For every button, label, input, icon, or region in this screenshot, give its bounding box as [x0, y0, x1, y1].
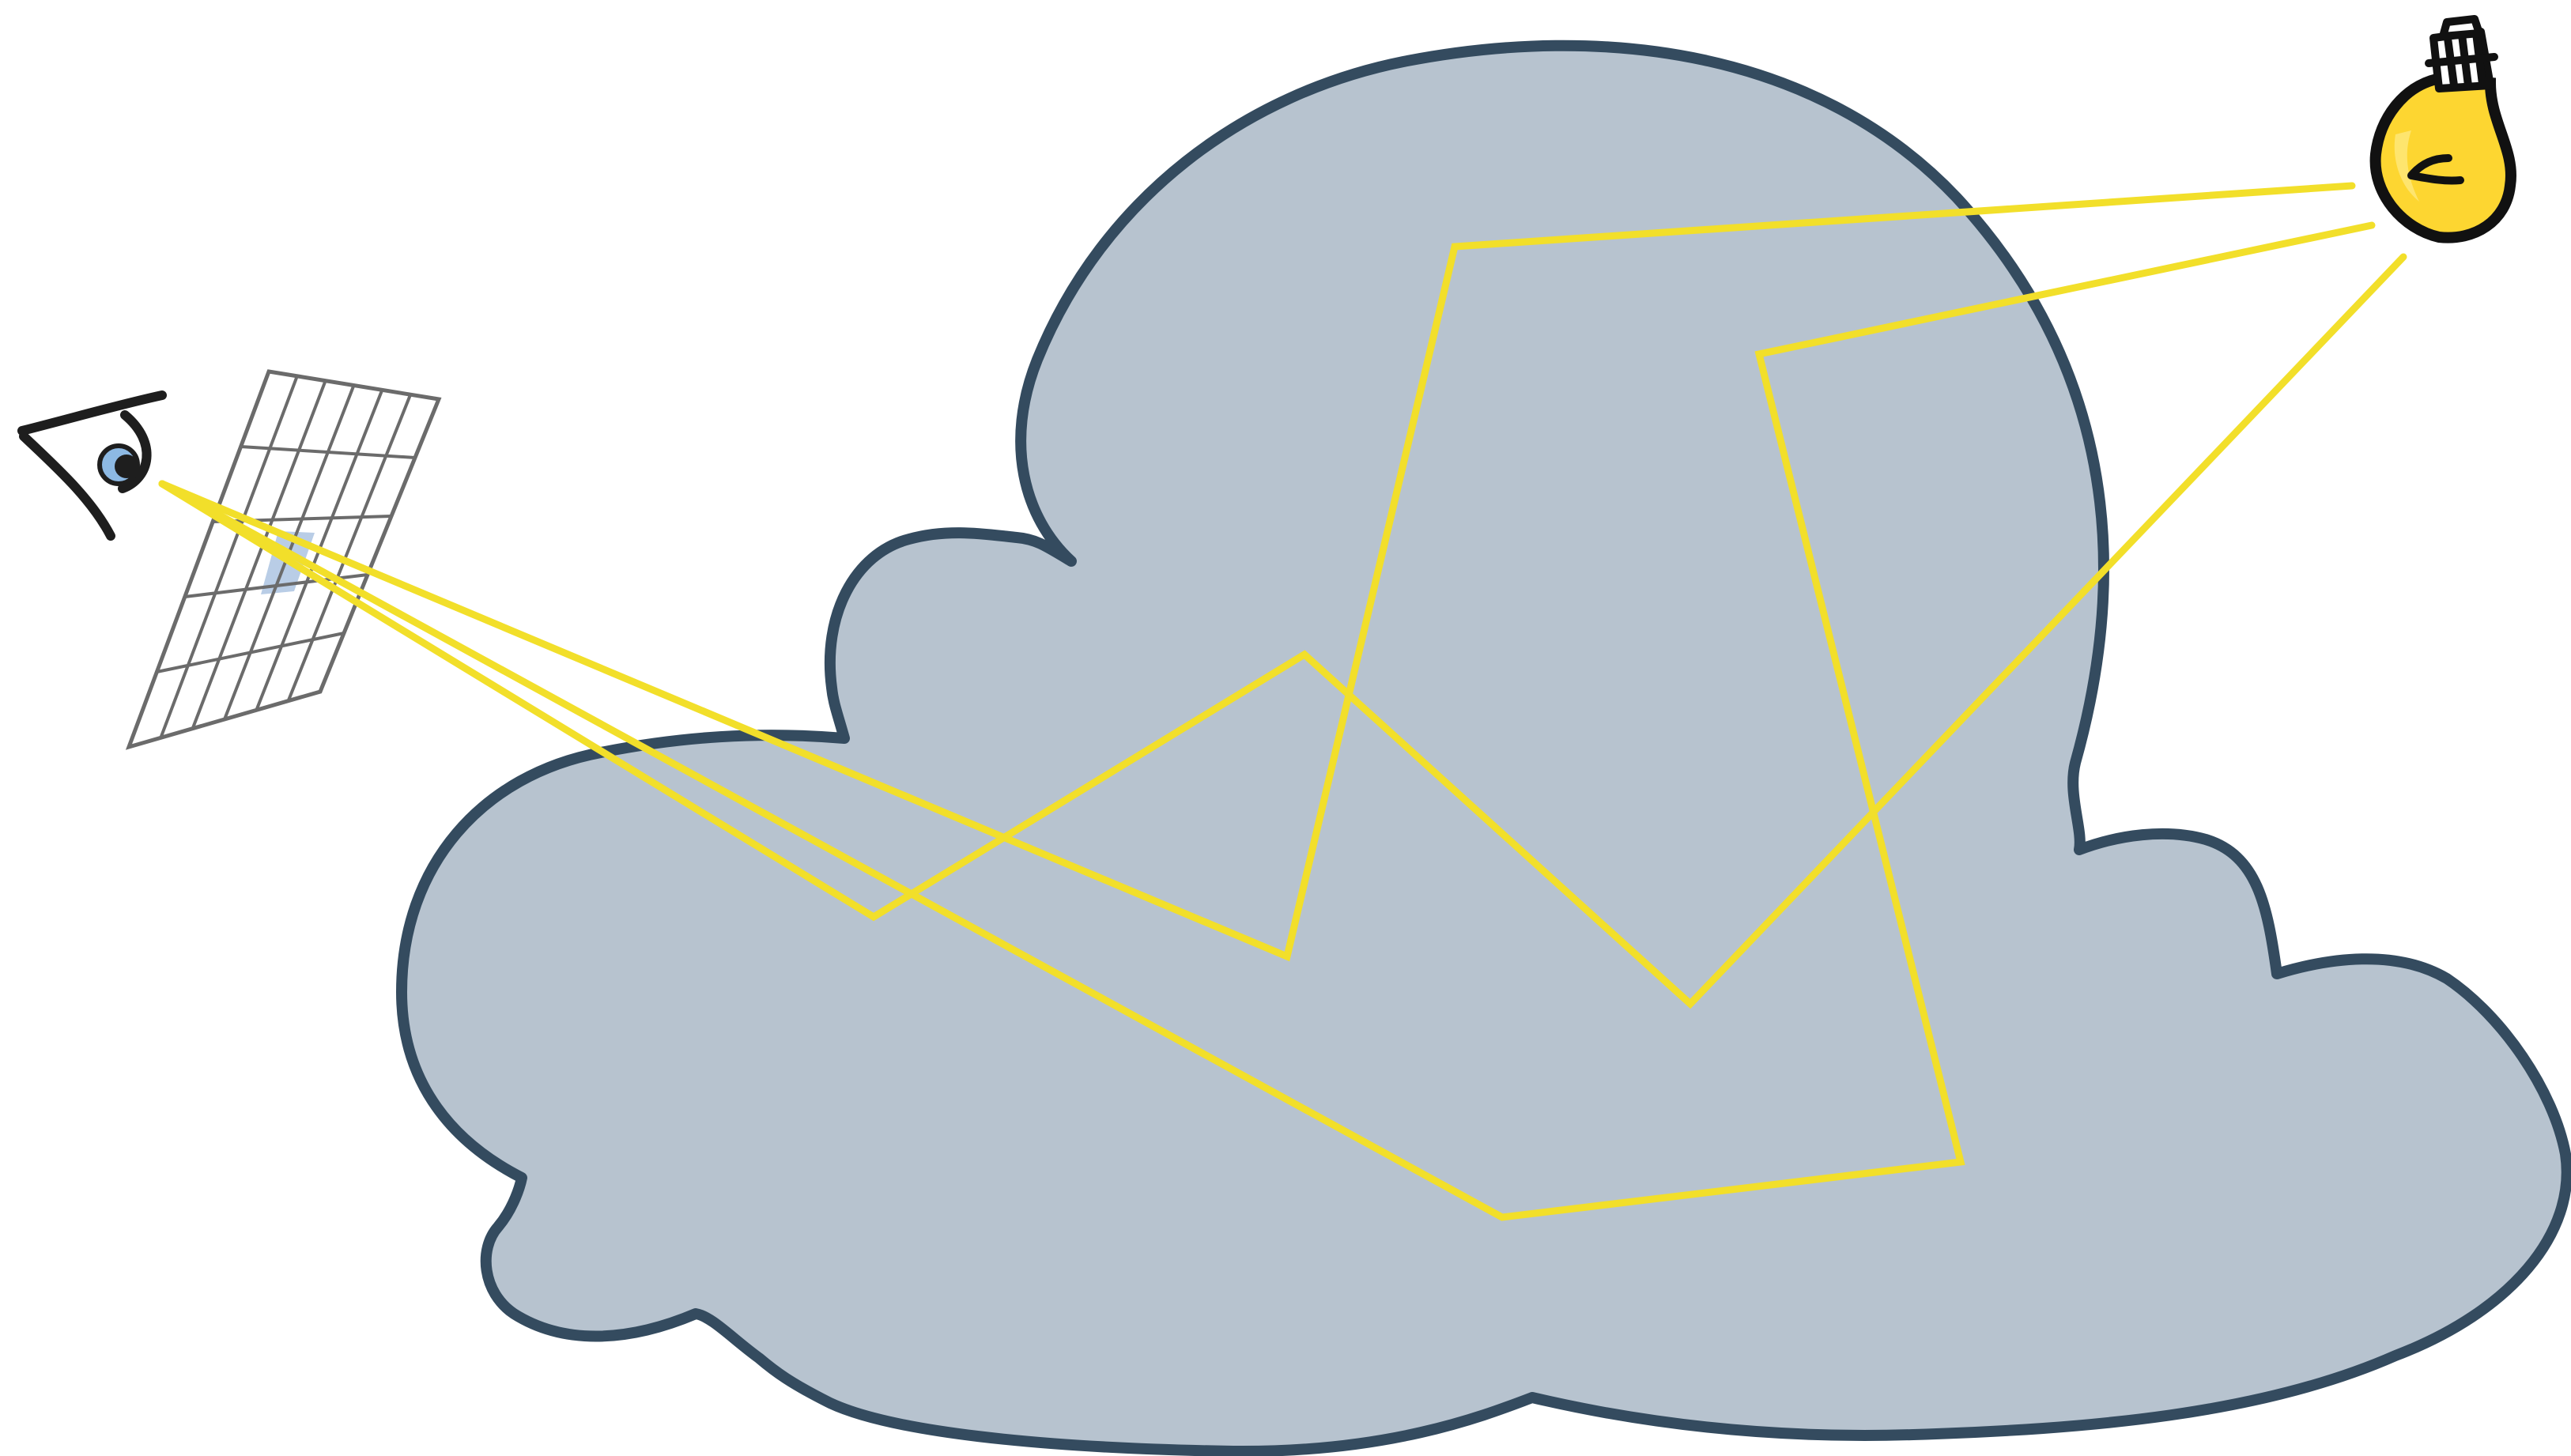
light-bulb-icon: [2376, 19, 2511, 238]
bulb-cap: [2443, 19, 2479, 36]
eye-icon: [22, 395, 162, 536]
eye-pupil: [115, 455, 138, 478]
eye-lower-lid: [24, 436, 111, 536]
cloud-medium: [402, 46, 2567, 1451]
